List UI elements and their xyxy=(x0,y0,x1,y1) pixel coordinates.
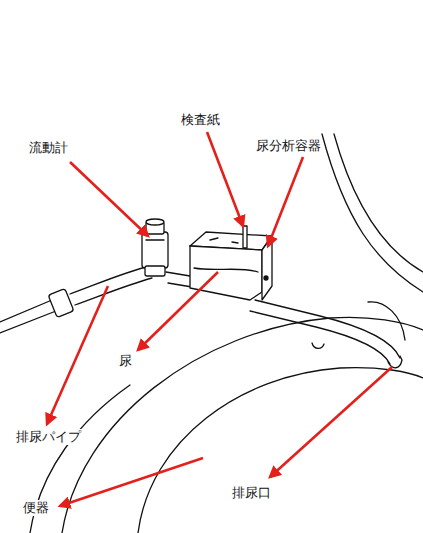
flow-meter xyxy=(142,232,168,268)
test-paper xyxy=(243,226,247,248)
leader-arrow xyxy=(138,272,218,350)
toilet-bowl xyxy=(138,368,423,533)
container-edge xyxy=(190,246,262,250)
drain-pipe xyxy=(0,300,52,322)
leader-arrow xyxy=(270,367,392,477)
part-label: 尿分析容器 xyxy=(255,138,322,154)
container-top xyxy=(190,232,272,250)
rail-clip xyxy=(312,343,324,348)
urine-level xyxy=(194,268,258,272)
container-slot xyxy=(210,238,238,243)
flow-meter-cap xyxy=(146,219,164,225)
toilet-back xyxy=(334,134,423,272)
flow-meter-window xyxy=(146,239,164,240)
container-screw xyxy=(264,276,268,280)
toilet-bowl xyxy=(62,317,423,533)
drain-pipe xyxy=(166,272,192,287)
part-label: 排尿口 xyxy=(231,485,272,501)
part-label: 流動計 xyxy=(28,140,69,156)
leader-arrow xyxy=(268,157,303,246)
leader-arrow xyxy=(47,286,108,424)
toilet-back xyxy=(322,134,423,292)
drain-pipe xyxy=(75,278,152,305)
part-label: 排尿パイプ xyxy=(15,429,82,445)
outlet xyxy=(388,356,402,368)
part-label: 検査紙 xyxy=(180,112,221,128)
flow-meter-base xyxy=(145,266,165,276)
rail xyxy=(250,311,390,364)
part-label: 便器 xyxy=(22,500,50,516)
pipe-coupling xyxy=(48,289,74,318)
leader-arrow xyxy=(60,458,203,506)
leader-arrow xyxy=(70,162,148,236)
drain-pipe xyxy=(70,266,150,294)
rail xyxy=(255,300,400,358)
leader-arrows xyxy=(47,132,392,506)
container-body xyxy=(190,246,262,300)
leader-arrow xyxy=(207,132,243,226)
drain-pipe xyxy=(0,311,56,333)
part-label: 尿 xyxy=(118,353,133,369)
